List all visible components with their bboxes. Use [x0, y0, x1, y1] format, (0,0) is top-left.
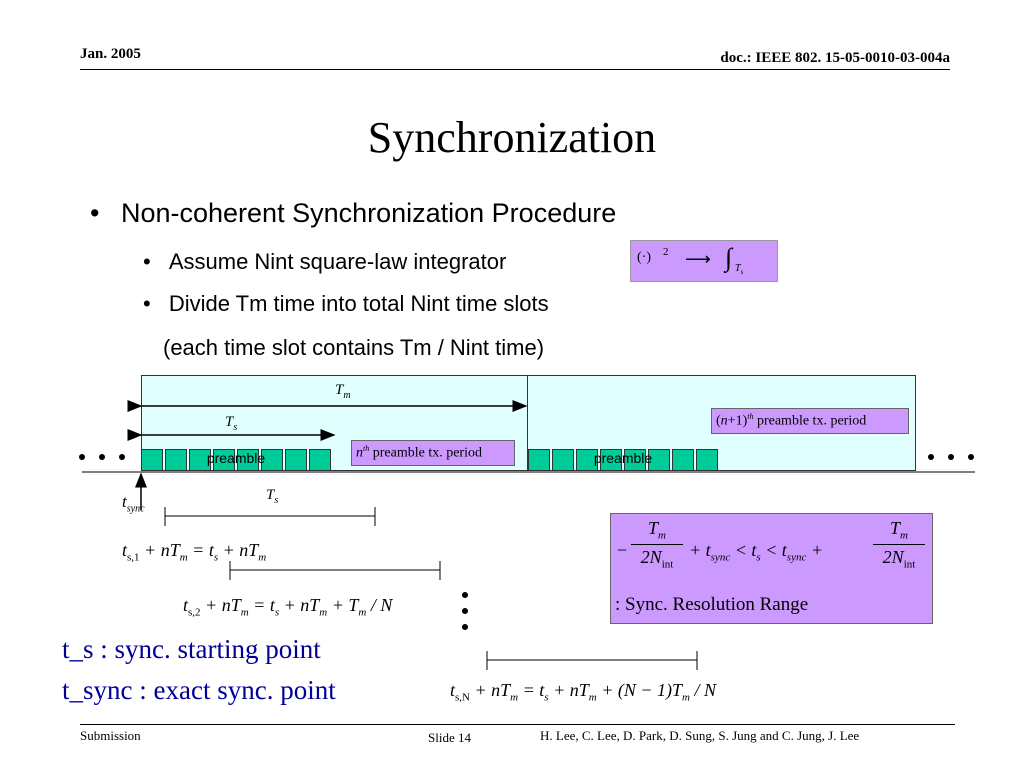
fraction-right: Tm 2Nint [873, 518, 925, 570]
ellipsis-dot [99, 454, 105, 460]
integrator-formula-box: (·) 2 ⟶ ∫ Ts [630, 240, 778, 282]
ellipsis-dot [119, 454, 125, 460]
integral-subscript: Ts [735, 263, 744, 276]
preamble-label-2: preamble [593, 450, 653, 466]
sync-resolution-range-box: − Tm 2Nint + tsync < ts < tsync + Tm 2Ni… [610, 513, 933, 624]
bullet-main-text: Non-coherent Synchronization Procedure [120, 198, 617, 228]
range-middle: + tsync < ts < tsync + [689, 540, 823, 564]
bullet-sub1: • Assume Nint square-law integrator [143, 249, 506, 275]
arrow-icon: ⟶ [685, 249, 711, 269]
tm-label: Tm [335, 382, 351, 401]
preamble-slot [165, 449, 187, 471]
page-title: Synchronization [367, 113, 657, 162]
n-plus-one-period-label: (n+1)th preamble tx. period [711, 408, 909, 434]
preamble-slot [213, 449, 235, 471]
footer-rule [80, 724, 955, 725]
ts-definition: t_s : sync. starting point [62, 634, 321, 664]
preamble-slot [237, 449, 259, 471]
ellipsis-dot [948, 454, 954, 460]
ellipsis-dot [968, 454, 974, 460]
fraction-left: Tm 2Nint [631, 518, 683, 570]
equation-ts1: ts,1 + nTm = ts + nTm [122, 540, 267, 564]
ellipsis-dot [928, 454, 934, 460]
ts-label: Ts [225, 414, 238, 433]
bullet-sub2-text: Divide Tm time into total Nint time slot… [168, 291, 549, 316]
preamble-slot [141, 449, 163, 471]
equation-ts2: ts,2 + nTm = ts + nTm + Tm / N [183, 595, 393, 619]
preamble-slot [528, 449, 550, 471]
header-doc-id: doc.: IEEE 802. 15-05-0010-03-004a [720, 50, 950, 66]
period-divider [527, 375, 528, 471]
footer-authors: H. Lee, C. Lee, D. Park, D. Sung, S. Jun… [540, 728, 860, 743]
integral-icon: ∫ [725, 243, 733, 272]
bullet-dot: • [90, 198, 100, 228]
ellipsis-dot [79, 454, 85, 460]
preamble-slot [648, 449, 670, 471]
vertical-ellipsis-dot [462, 624, 468, 630]
preamble-slot [189, 449, 211, 471]
bullet-sub2: • Divide Tm time into total Nint time sl… [143, 291, 549, 317]
range-minus: − [617, 540, 628, 560]
tsync-label: tsync [122, 492, 145, 515]
footer-submission: Submission [80, 728, 141, 743]
bullet-dot: • [143, 249, 151, 274]
preamble-slot [696, 449, 718, 471]
ts-span-label: Ts [266, 487, 279, 506]
preamble-slot [552, 449, 574, 471]
preamble-slot [672, 449, 694, 471]
preamble-slot [600, 449, 622, 471]
square-exponent: 2 [663, 246, 669, 258]
bullet-sub2-continuation: (each time slot contains Tm / Nint time) [163, 335, 545, 360]
preamble-slot [309, 449, 331, 471]
header-date: Jan. 2005 [80, 46, 141, 62]
square-operator: (·) [637, 250, 651, 265]
preamble-label-1: preamble [206, 450, 266, 466]
equation-tsN: ts,N + nTm = ts + nTm + (N − 1)Tm / N [450, 680, 716, 704]
bullet-sub1-text: Assume Nint square-law integrator [168, 249, 507, 274]
vertical-ellipsis-dot [462, 608, 468, 614]
nth-period-label: nth preamble tx. period [351, 440, 515, 466]
bullet-dot: • [143, 291, 151, 316]
header-rule [80, 69, 950, 70]
preamble-slot [576, 449, 598, 471]
preamble-slot [261, 449, 283, 471]
tsync-definition: t_sync : exact sync. point [62, 675, 336, 705]
footer-slide-number: Slide 14 [428, 730, 471, 745]
preamble-slot [285, 449, 307, 471]
preamble-slot [624, 449, 646, 471]
range-label: : Sync. Resolution Range [615, 594, 809, 615]
vertical-ellipsis-dot [462, 592, 468, 598]
bullet-main: • Non-coherent Synchronization Procedure [90, 198, 616, 229]
